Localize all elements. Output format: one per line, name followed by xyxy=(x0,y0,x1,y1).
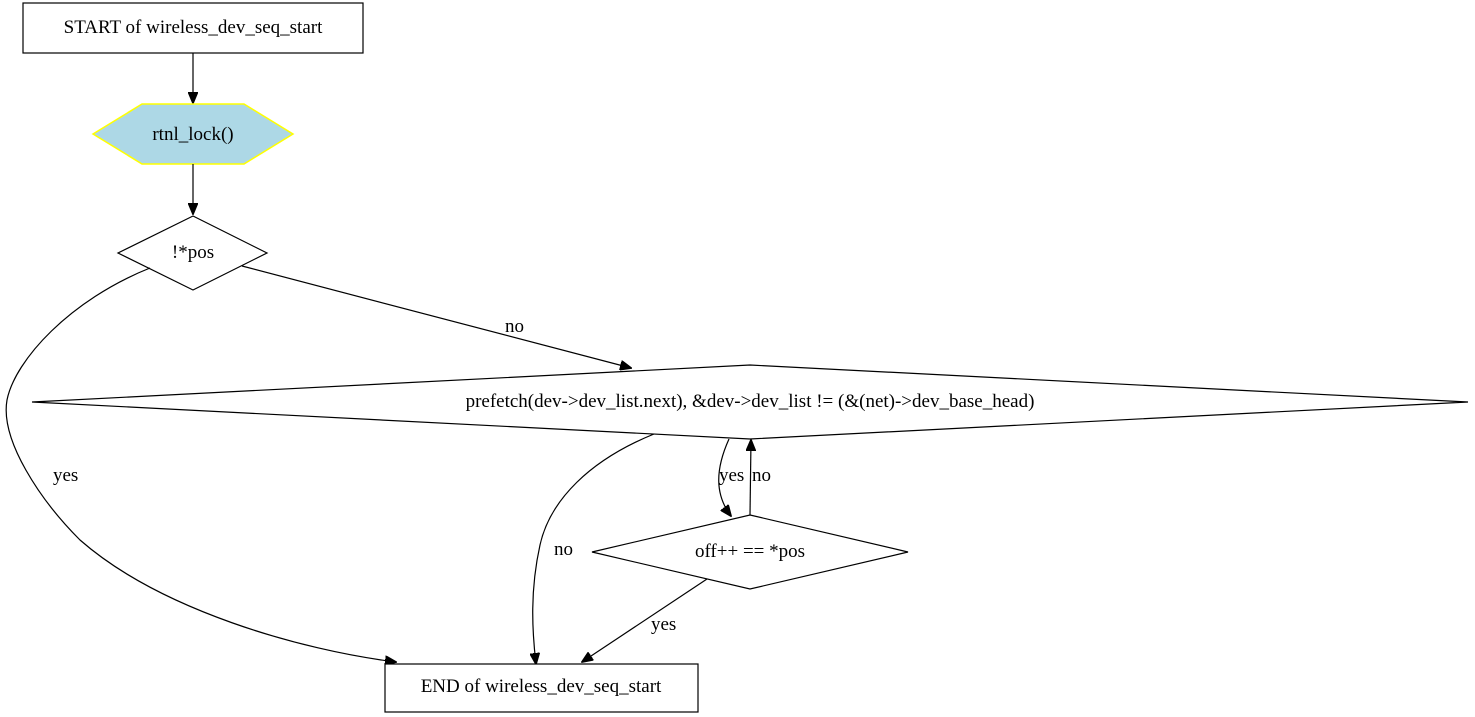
edge-off-check-no-label: no xyxy=(752,465,771,486)
pos-check-label: !*pos xyxy=(172,242,214,263)
off-check-label: off++ == *pos xyxy=(695,541,805,562)
rtnl-lock-label: rtnl_lock() xyxy=(152,124,233,145)
edge-loop-no xyxy=(533,433,655,664)
edge-loop-yes xyxy=(718,438,731,516)
pos-check-diamond xyxy=(116,215,269,291)
edge-loop-no-label: no xyxy=(554,539,573,560)
off-check-node: off++ == *pos xyxy=(591,514,909,590)
edge-pos-check-no-label: no xyxy=(505,316,524,337)
pos-check-node: !*pos xyxy=(116,215,269,291)
loop-condition-node: prefetch(dev->dev_list.next), &dev->dev_… xyxy=(31,364,1469,440)
edge-off-check-no xyxy=(750,440,751,516)
edge-pos-check-no xyxy=(241,265,631,368)
start-node-label: START of wireless_dev_seq_start xyxy=(64,17,323,38)
rtnl-lock-hexagon xyxy=(91,103,295,165)
start-node: START of wireless_dev_seq_start xyxy=(22,2,364,54)
edge-pos-check-yes xyxy=(5,267,396,662)
edge-pos-check-yes-label: yes xyxy=(53,465,78,486)
loop-condition-label: prefetch(dev->dev_list.next), &dev->dev_… xyxy=(466,391,1035,412)
off-check-diamond xyxy=(591,514,909,590)
end-node-label: END of wireless_dev_seq_start xyxy=(421,676,662,697)
edge-off-check-yes-label: yes xyxy=(651,614,676,635)
rtnl-lock-node: rtnl_lock() xyxy=(91,103,295,165)
end-node: END of wireless_dev_seq_start xyxy=(384,663,699,713)
edge-off-check-yes xyxy=(582,578,708,662)
edge-loop-yes-label: yes xyxy=(719,465,744,486)
